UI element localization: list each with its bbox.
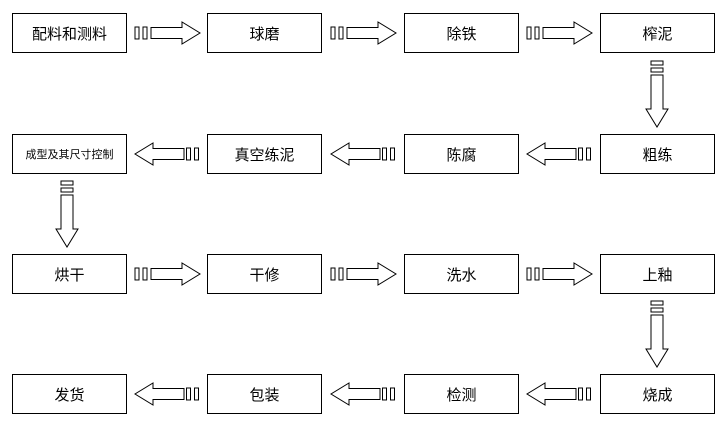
arrow-right-icon (134, 21, 201, 45)
step-packaging: 包装 (207, 374, 322, 414)
step-vacuum-pugging: 真空练泥 (207, 134, 322, 174)
step-glazing: 上釉 (600, 254, 715, 294)
arrow-left-icon (134, 382, 199, 406)
arrow-left-icon (134, 142, 199, 166)
step-shipping: 发货 (12, 374, 127, 414)
step-batching-and-testing: 配料和测料 (12, 13, 127, 53)
arrow-left-icon (526, 382, 591, 406)
step-ball-milling: 球磨 (207, 13, 322, 53)
arrow-down-icon (645, 60, 669, 128)
step-drying: 烘干 (12, 254, 127, 294)
arrow-left-icon (330, 142, 395, 166)
arrow-left-icon (526, 142, 591, 166)
arrow-right-icon (526, 21, 593, 45)
step-iron-removal: 除铁 (404, 13, 519, 53)
arrow-right-icon (526, 262, 593, 286)
arrow-left-icon (330, 382, 395, 406)
arrow-right-icon (330, 262, 397, 286)
step-rough-pugging: 粗练 (600, 134, 715, 174)
step-inspection: 检测 (404, 374, 519, 414)
arrow-right-icon (330, 21, 397, 45)
arrow-down-icon (55, 180, 79, 248)
arrow-right-icon (134, 262, 201, 286)
step-filter-pressing: 榨泥 (600, 13, 715, 53)
step-trimming: 干修 (207, 254, 322, 294)
step-washing: 洗水 (404, 254, 519, 294)
step-firing: 烧成 (600, 374, 715, 414)
step-aging: 陈腐 (404, 134, 519, 174)
arrow-down-icon (645, 300, 669, 368)
step-forming-and-size-control: 成型及其尺寸控制 (12, 134, 127, 174)
